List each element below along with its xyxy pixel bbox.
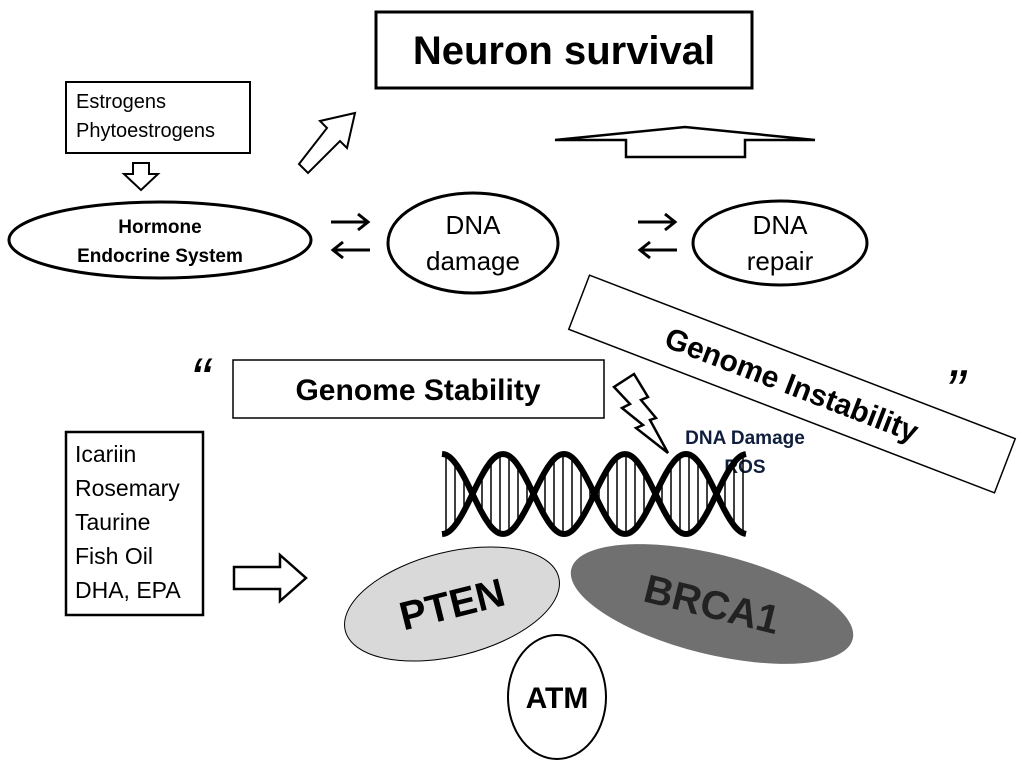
supplement-item: Icariin: [75, 441, 136, 467]
exchange-arrows-1: [330, 212, 371, 260]
exchange-arrows-2: [637, 212, 678, 260]
big-up-arrow-icon: [554, 125, 816, 159]
input-estrogens: Estrogens: [76, 91, 166, 113]
dna-damage-node: DNA damage: [386, 191, 560, 295]
neuron-survival-label: Neuron survival: [413, 29, 715, 73]
dna-damage-cause: DNA Damage: [685, 428, 805, 449]
supplement-item: Taurine: [75, 509, 150, 535]
neuron-survival-box: Neuron survival: [374, 10, 754, 90]
dna-damage-label-1: DNA: [446, 210, 502, 240]
dna-repair-label-1: DNA: [753, 210, 809, 240]
genome-stability-label: Genome Stability: [295, 374, 540, 407]
dna-helix-icon: [441, 450, 747, 538]
brca1-node: BRCA1: [570, 544, 854, 664]
supplement-item: Rosemary: [75, 475, 180, 501]
supplement-item: DHA, EPA: [75, 577, 181, 603]
genome-stability-box: Genome Stability: [232, 359, 605, 419]
diagonal-up-arrow-icon: [297, 111, 357, 175]
input-phytoestrogens: Phytoestrogens: [76, 120, 215, 142]
hormone-endocrine-node: Hormone Endocrine System: [7, 200, 313, 280]
supplements-box: Icariin Rosemary Taurine Fish Oil DHA, E…: [64, 430, 205, 617]
lightning-bolt-icon: [612, 372, 670, 454]
supplement-item: Fish Oil: [75, 543, 153, 569]
hormone-label-2: Endocrine System: [77, 246, 243, 267]
pten-node: PTEN: [344, 546, 560, 662]
hormone-inputs-box: Estrogens Phytoestrogens: [65, 81, 251, 154]
atm-node: ATM: [507, 634, 607, 760]
close-quote: ”: [945, 358, 968, 425]
dna-repair-node: DNA repair: [691, 199, 869, 287]
down-arrow-icon: [121, 162, 161, 192]
dna-repair-label-2: repair: [747, 246, 814, 276]
hormone-label-1: Hormone: [118, 217, 201, 238]
dna-damage-label-2: damage: [426, 246, 520, 276]
open-quote: “: [190, 346, 213, 413]
atm-label: ATM: [526, 682, 589, 715]
right-arrow-icon: [232, 552, 308, 604]
